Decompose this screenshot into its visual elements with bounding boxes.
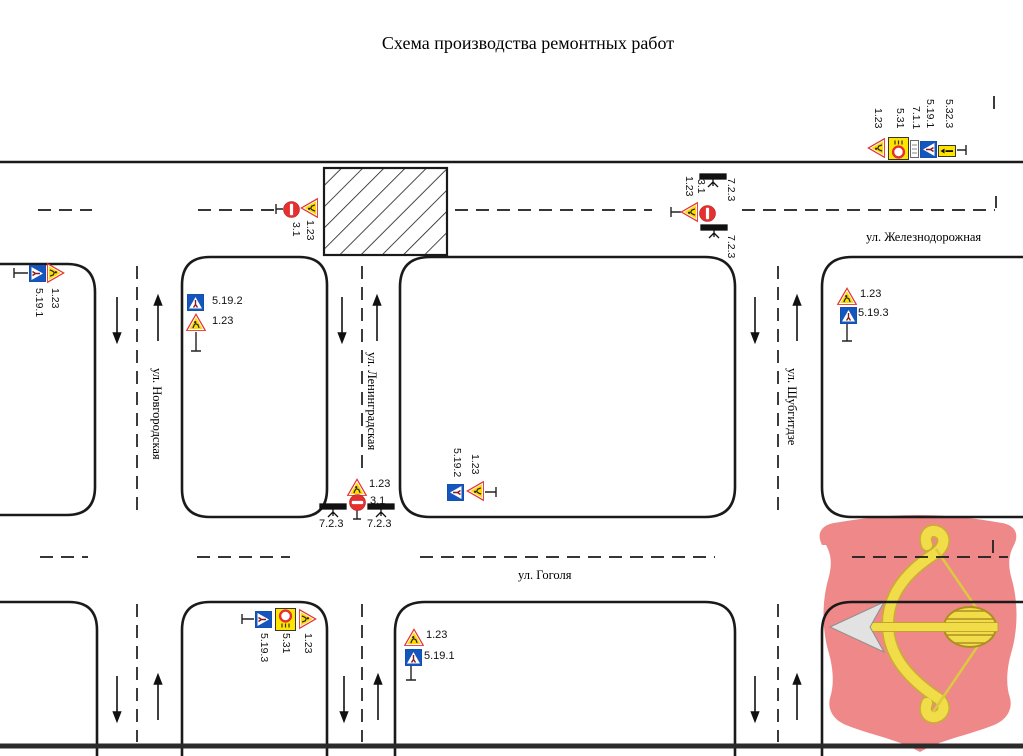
street-label-shubgitdze: ул. Шубгитдзе bbox=[785, 368, 799, 446]
roadworks-sign-icon bbox=[403, 627, 425, 647]
sign-label: 1.23 bbox=[212, 315, 234, 327]
barrier-icon bbox=[319, 503, 347, 518]
sign-label: 3.1 bbox=[290, 222, 302, 237]
no-entry-sign-icon bbox=[349, 494, 366, 511]
page-title: Схема производства ремонтных работ bbox=[381, 33, 675, 53]
sign-label: 1.23 bbox=[369, 478, 391, 490]
pedestrian-crossing-sign-icon bbox=[919, 140, 938, 159]
sign-label: 1.23 bbox=[683, 176, 695, 197]
sign-label: 7.2.3 bbox=[725, 178, 737, 202]
roadworks-sign-icon bbox=[297, 608, 319, 630]
roadworks-sign-icon bbox=[836, 286, 858, 306]
roadworks-sign-icon bbox=[185, 312, 207, 332]
coat-of-arms bbox=[819, 515, 1017, 752]
sign-label: 5.31 bbox=[894, 108, 906, 129]
sign-label: 5.19.2 bbox=[212, 295, 243, 307]
barrier-icon bbox=[700, 224, 728, 239]
speed-zone-sign-icon bbox=[887, 137, 910, 160]
traffic-arrows bbox=[112, 293, 802, 724]
barrier-icons bbox=[319, 173, 728, 518]
sign-label: 3.1 bbox=[370, 495, 386, 507]
sign-label: 5.19.1 bbox=[33, 288, 45, 318]
roadworks-sign-icon bbox=[865, 137, 887, 159]
sign-label: 7.2.3 bbox=[319, 518, 344, 530]
sign-label: 5.19.3 bbox=[858, 307, 889, 319]
roadworks-sign-icon bbox=[45, 262, 67, 284]
sign-label: 1.23 bbox=[860, 288, 882, 300]
sign-label: 1.23 bbox=[302, 633, 314, 654]
sign-label: 7.2.3 bbox=[367, 518, 392, 530]
distance-plate-icon bbox=[910, 140, 919, 158]
pedestrian-crossing-sign-icon bbox=[254, 610, 273, 629]
roadworks-sign-icon bbox=[678, 201, 700, 223]
roadworks-sign-icon bbox=[298, 197, 320, 219]
sign-label: 5.19.2 bbox=[451, 448, 463, 478]
sign-poles bbox=[13, 145, 967, 681]
street-label-novgorodskaya: ул. Новгородская bbox=[150, 368, 164, 460]
sign-label: 7.1.1 bbox=[910, 106, 922, 130]
sign-label: 1.23 bbox=[304, 220, 316, 241]
sign-label: 3.1 bbox=[695, 179, 707, 194]
pedestrian-crossing-sign-icon bbox=[404, 648, 423, 667]
street-label-leningradskaya: ул. Ленинградская bbox=[365, 352, 379, 451]
detour-plate-icon bbox=[938, 145, 956, 157]
street-label-gogolya: ул. Гоголя bbox=[518, 568, 572, 582]
roadworks-sign-icon bbox=[464, 480, 486, 502]
road-network bbox=[0, 96, 1023, 756]
speed-zone-sign-icon bbox=[274, 608, 297, 631]
sign-label: 1.23 bbox=[426, 629, 448, 641]
pedestrian-crossing-sign-icon bbox=[28, 264, 47, 283]
sign-label: 7.2.3 bbox=[725, 235, 737, 259]
sign-label: 1.23 bbox=[49, 288, 61, 309]
arrow-head bbox=[828, 600, 886, 654]
arrow-shaft bbox=[851, 622, 999, 632]
sign-label: 1.23 bbox=[872, 108, 884, 129]
sign-label: 5.32.3 bbox=[943, 99, 955, 129]
no-entry-sign-icon bbox=[283, 201, 300, 218]
street-label-zheleznodorozhnaya: ул. Железнодорожная bbox=[866, 230, 982, 244]
sign-label: 5.31 bbox=[280, 633, 292, 654]
sign-label: 1.23 bbox=[469, 454, 481, 475]
sign-label: 5.19.3 bbox=[258, 633, 270, 663]
pedestrian-crossing-sign-icon bbox=[839, 306, 858, 325]
barrier-icon bbox=[699, 173, 727, 188]
barrier-icon bbox=[367, 503, 395, 518]
no-entry-sign-icon bbox=[699, 205, 716, 222]
pedestrian-crossing-sign-icon bbox=[446, 483, 465, 502]
sign-label: 5.19.1 bbox=[924, 99, 936, 129]
pedestrian-crossing-sign-icon bbox=[186, 293, 205, 312]
work-zone-hatch bbox=[322, 166, 449, 257]
sign-label: 5.19.1 bbox=[424, 650, 455, 662]
